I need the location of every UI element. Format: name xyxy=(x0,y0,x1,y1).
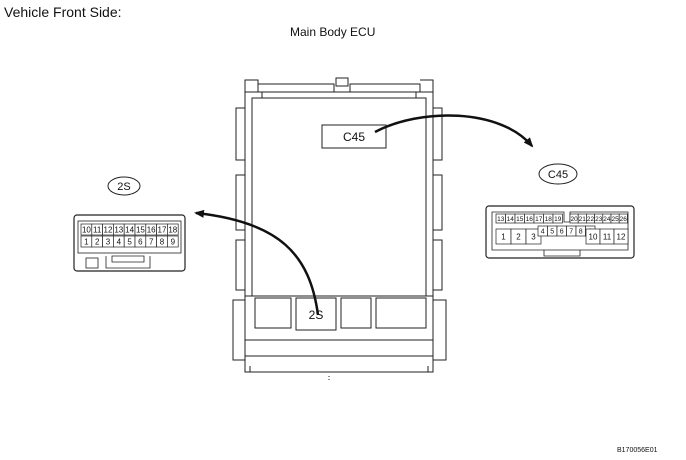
connector-c45-pin-cell xyxy=(618,213,628,224)
connector-2s-key-left xyxy=(85,257,99,269)
callout-2s-label: 2S xyxy=(117,181,130,193)
connector-2s-pin-number: 9 xyxy=(171,237,176,246)
connector-2s-pin-number: 13 xyxy=(114,225,123,234)
ecu-left-lug-1 xyxy=(235,107,245,161)
ecu-housing xyxy=(232,77,447,381)
connector-c45-pin-number: 18 xyxy=(545,216,553,223)
connector-2s-pin-number: 10 xyxy=(82,225,91,234)
ecu-left-lug-4 xyxy=(232,299,245,361)
ecu-top-rim xyxy=(244,79,434,92)
ecu-socket-4 xyxy=(375,297,427,329)
connector-2s-latch xyxy=(105,255,151,269)
arrow-to-c45 xyxy=(374,114,534,148)
figure-code: B170056E01 xyxy=(617,447,658,454)
page-heading: Vehicle Front Side: xyxy=(4,4,122,20)
arrow-to-2s xyxy=(194,209,320,316)
connector-2s-pin-number: 1 xyxy=(84,237,89,246)
connector-2s-pin-number: 11 xyxy=(93,225,102,234)
connector-c45-pin-number: 17 xyxy=(535,216,543,223)
connector-c45-pin-number: 12 xyxy=(617,232,626,241)
ecu-right-lug-4 xyxy=(433,299,447,361)
connector-c45-pin-number: 26 xyxy=(620,216,628,223)
connector-c45-pin-number: 10 xyxy=(589,232,598,241)
ecu-right-lug-3 xyxy=(433,239,443,291)
connector-c45-pin-number: 3 xyxy=(531,232,536,241)
connector-c45-pin-cell xyxy=(552,213,563,224)
connector-2s-pin-cell xyxy=(167,223,179,236)
connector-c45-pin-number: 16 xyxy=(526,216,534,223)
connector-c45-pin-number: 20 xyxy=(570,216,578,223)
connector-c45-pin-number: 25 xyxy=(611,216,619,223)
ecu-title: Main Body ECU xyxy=(290,25,376,39)
ecu-socket-1 xyxy=(254,297,292,329)
callout-2s xyxy=(107,176,141,196)
connector-c45: 1314151617181920212223242526123456789101… xyxy=(485,205,635,259)
connector-2s-pin-number: 18 xyxy=(168,225,177,234)
connector-c45-pin-cell xyxy=(613,228,629,245)
connector-c45-cavity xyxy=(491,211,629,251)
connector-2s-pin-number: 3 xyxy=(106,237,111,246)
ecu-c45-box xyxy=(321,124,387,149)
connector-c45-pin-number: 21 xyxy=(579,216,587,223)
connector-2s-pin-number: 17 xyxy=(158,225,167,234)
connector-c45-pin-number: 13 xyxy=(497,216,505,223)
connector-2s-pin-cell xyxy=(167,235,179,248)
connector-c45-latch xyxy=(543,250,581,257)
connector-c45-pin-number: 24 xyxy=(603,216,611,223)
connector-c45-pin-number: 22 xyxy=(587,216,595,223)
connector-c45-pin-number: 23 xyxy=(595,216,603,223)
connector-2s-pin-number: 16 xyxy=(147,225,156,234)
connector-c45-pin-number: 11 xyxy=(603,232,612,241)
ecu-c45-label: C45 xyxy=(343,130,365,144)
connector-2s-pin-number: 15 xyxy=(136,225,145,234)
ecu-top-tab xyxy=(335,77,349,87)
connector-c45-pin-cell xyxy=(525,228,542,245)
connector-c45-pin-number: 4 xyxy=(541,229,545,236)
connector-c45-pin-number: 5 xyxy=(550,229,554,236)
callout-c45 xyxy=(538,163,578,185)
ecu-right-lug-1 xyxy=(433,107,443,161)
ecu-right-lug-2 xyxy=(433,174,443,231)
ecu-left-lug-3 xyxy=(235,239,245,291)
connector-c45-pin-number: 6 xyxy=(560,229,564,236)
ecu-2s-label: 2S xyxy=(309,308,324,322)
ecu-socket-3 xyxy=(340,297,372,329)
connector-2s-pin-number: 2 xyxy=(95,237,100,246)
connector-c45-pin-number: 15 xyxy=(516,216,524,223)
connector-2s-pin-number: 8 xyxy=(160,237,165,246)
connector-2s-pin-number: 12 xyxy=(104,225,113,234)
connector-2s-pin-number: 6 xyxy=(138,237,143,246)
connector-2s-cavity xyxy=(77,220,182,254)
connector-c45-pin-number: 1 xyxy=(501,232,506,241)
connector-2s-pin-number: 4 xyxy=(117,237,122,246)
connector-c45-pins: 1314151617181920212223242526123456789101… xyxy=(495,213,629,245)
connector-2s-pin-number: 14 xyxy=(125,225,134,234)
connector-2s-pin-number: 5 xyxy=(127,237,132,246)
connector-c45-pin-number: 19 xyxy=(554,216,562,223)
callout-c45-label: C45 xyxy=(548,169,568,181)
connector-2s-pin-number: 7 xyxy=(149,237,154,246)
connector-c45-pin-number: 14 xyxy=(507,216,515,223)
connector-c45-pin-number: 7 xyxy=(569,229,573,236)
ecu-left-lug-2 xyxy=(235,174,245,231)
connector-c45-pin-number: 8 xyxy=(579,229,583,236)
connector-c45-pin-number: 2 xyxy=(516,232,521,241)
ecu-body-outer xyxy=(244,91,434,373)
